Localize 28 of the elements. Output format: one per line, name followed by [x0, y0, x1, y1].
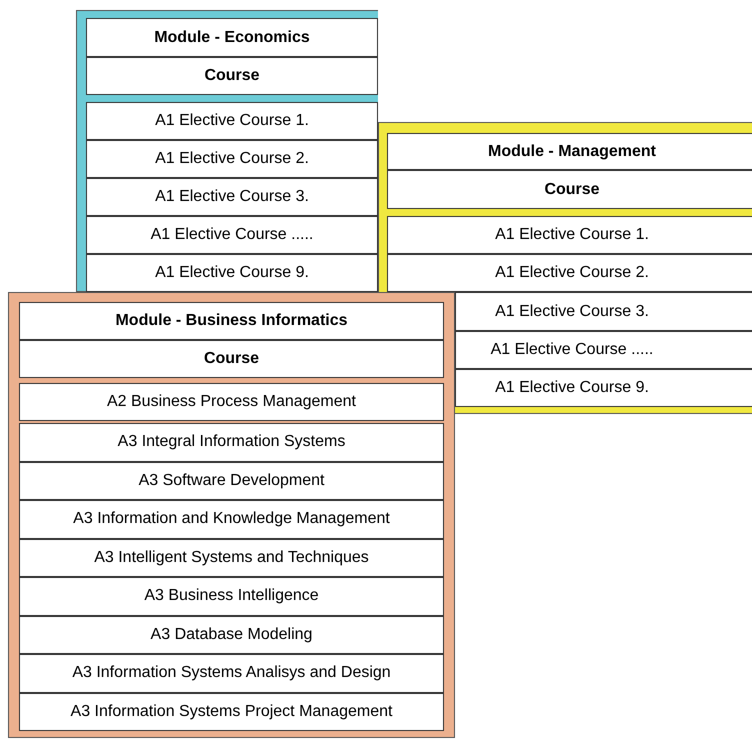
course-cell: A1 Elective Course 1. [387, 216, 752, 254]
module-title-cell: Module - Economics [86, 18, 378, 57]
course-cell: A3 Information Systems Analisys and Design [19, 654, 444, 692]
course-cell: A1 Elective Course 3. [455, 292, 752, 331]
course-cell: A1 Elective Course 2. [86, 140, 378, 178]
module-title-cell: Module - Management [387, 133, 752, 170]
course-cell: A1 Elective Course ..... [455, 331, 752, 369]
course-cell: A1 Elective Course 2. [387, 254, 752, 292]
module-panel [378, 122, 752, 414]
course-cell: A1 Elective Course 9. [455, 369, 752, 407]
course-cell: A3 Information and Knowledge Management [19, 500, 444, 538]
module-title-cell: Module - Business Informatics [19, 302, 444, 340]
course-cell: A2 Business Process Management [19, 383, 444, 421]
course-cell: A3 Integral Information Systems [19, 423, 444, 462]
course-cell: A3 Database Modeling [19, 616, 444, 654]
course-cell: A3 Information Systems Project Management [19, 692, 444, 731]
course-cell: A3 Business Intelligence [19, 577, 444, 616]
column-header-cell: Course [19, 340, 444, 378]
course-cell: A1 Elective Course 1. [86, 102, 378, 140]
column-header-cell: Course [86, 57, 378, 95]
course-cell: A3 Intelligent Systems and Techniques [19, 538, 444, 577]
column-header-cell: Course [387, 170, 752, 209]
course-cell: A3 Software Development [19, 462, 444, 500]
course-cell: A1 Elective Course 9. [86, 254, 378, 292]
module-panel [8, 292, 455, 738]
course-cell: A1 Elective Course 3. [86, 178, 378, 216]
module-panel [76, 10, 378, 292]
course-cell: A1 Elective Course ..... [86, 216, 378, 254]
